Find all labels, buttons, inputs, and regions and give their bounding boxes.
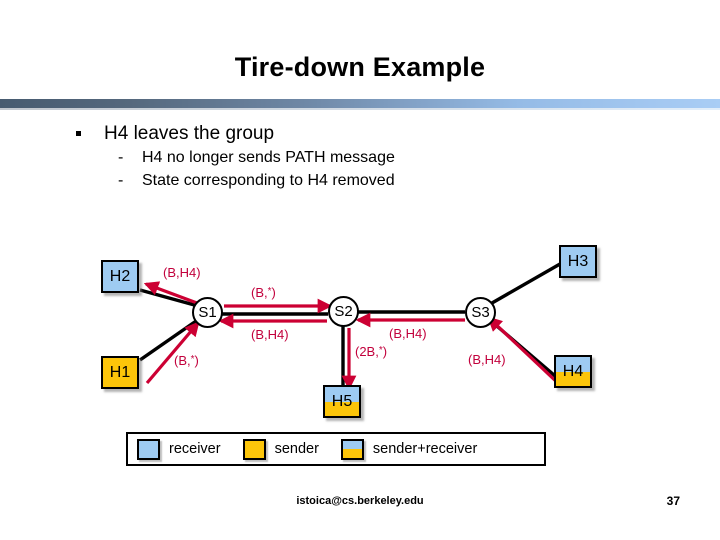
switch-node-s1[interactable]: S1 — [192, 297, 223, 328]
edge-label-text: (B,H4) — [163, 265, 201, 280]
wildcard-star: * — [378, 345, 383, 356]
legend-label-receiver: receiver — [169, 441, 221, 457]
legend-swatch-sender-receiver — [340, 438, 364, 460]
physical-links — [139, 262, 563, 392]
edge-label-s2-h5: (2B,*) — [355, 344, 387, 359]
edge-label-text: (2B, — [355, 344, 379, 359]
swatch-fill-sender — [244, 440, 264, 458]
edge-label-h1-s1: (B,*) — [174, 353, 199, 368]
host-node-h1[interactable]: H1 — [101, 356, 139, 389]
legend-item-sender: sender — [242, 438, 341, 460]
dash-bullet-icon: - — [118, 172, 124, 189]
legend-swatch-receiver — [137, 438, 160, 460]
host-fill-sender — [103, 358, 137, 387]
host-label-h5: H5 — [331, 392, 353, 410]
title-divider-bar — [0, 99, 720, 108]
edge-label-text: (B, — [174, 353, 191, 368]
footer-page-number: 37 — [666, 494, 680, 508]
bullet-level2-text: H4 no longer sends PATH message — [142, 149, 395, 166]
host-fill-receiver — [103, 262, 137, 291]
host-label-h2: H2 — [109, 267, 131, 285]
title-divider-shadow — [0, 108, 720, 110]
host-label-h3: H3 — [567, 252, 589, 270]
edge-label-s3-s2: (B,H4) — [389, 326, 427, 341]
edge-label-s1-s2-top: (B,*) — [251, 285, 276, 300]
page-title: Tire-down Example — [234, 52, 486, 82]
edge-label-text: (B,H4) — [251, 327, 289, 342]
edge-label-paren: ) — [271, 285, 276, 300]
switch-node-s2[interactable]: S2 — [328, 296, 359, 327]
host-fill-receiver — [561, 247, 595, 276]
legend-label-sender-receiver: sender+receiver — [372, 441, 478, 457]
bullet-level1: H4 leaves the group — [70, 122, 630, 146]
legend: receiver sender sender+receiver — [126, 432, 546, 466]
host-node-h4[interactable]: H4 — [554, 355, 592, 388]
host-node-h2[interactable]: H2 — [101, 260, 139, 293]
swatch-fill-sender — [342, 449, 362, 458]
swatch-fill-receiver — [139, 440, 158, 458]
host-fill-sender — [325, 402, 359, 416]
edge-label-s2-s1-bottom: (B,H4) — [251, 327, 289, 342]
square-bullet-icon — [76, 131, 81, 136]
bullet-list: H4 leaves the group - H4 no longer sends… — [70, 122, 630, 192]
legend-item-sender-receiver: sender+receiver — [340, 438, 499, 460]
bullet-level1-text: H4 leaves the group — [104, 123, 275, 144]
dash-bullet-icon: - — [118, 149, 124, 166]
legend-item-receiver: receiver — [137, 438, 243, 460]
edge-label-text: (B, — [251, 285, 268, 300]
switch-node-s3[interactable]: S3 — [465, 297, 496, 328]
bullet-level2-text: State corresponding to H4 removed — [142, 172, 395, 189]
bullet-level2-item: - H4 no longer sends PATH message — [70, 146, 630, 169]
signalling-arrows — [143, 281, 562, 391]
edge-label-paren: ) — [194, 353, 199, 368]
host-fill-receiver — [556, 357, 590, 373]
host-node-h5[interactable]: H5 — [323, 385, 361, 418]
legend-swatch-sender — [242, 438, 266, 460]
switch-label-s2: S2 — [334, 303, 353, 320]
edge-label-s1-h2: (B,H4) — [163, 265, 201, 280]
edge-label-s3-h4: (B,H4) — [468, 352, 506, 367]
host-node-h3[interactable]: H3 — [559, 245, 597, 278]
host-fill-sender — [556, 372, 590, 386]
wildcard-star: * — [190, 354, 195, 365]
edge-label-text: (B,H4) — [389, 326, 427, 341]
switch-label-s3: S3 — [471, 304, 490, 321]
switch-label-s1: S1 — [198, 304, 217, 321]
swatch-fill-receiver — [342, 440, 362, 449]
host-label-h4: H4 — [562, 362, 584, 380]
legend-label-sender: sender — [274, 441, 319, 457]
host-label-h1: H1 — [109, 363, 131, 381]
footer-email: istoica@cs.berkeley.edu — [296, 495, 424, 507]
wildcard-star: * — [267, 286, 272, 297]
edge-label-text: (B,H4) — [468, 352, 506, 367]
bullet-level2-item: - State corresponding to H4 removed — [70, 169, 630, 192]
host-fill-receiver — [325, 387, 359, 403]
edge-label-paren: ) — [382, 344, 388, 359]
